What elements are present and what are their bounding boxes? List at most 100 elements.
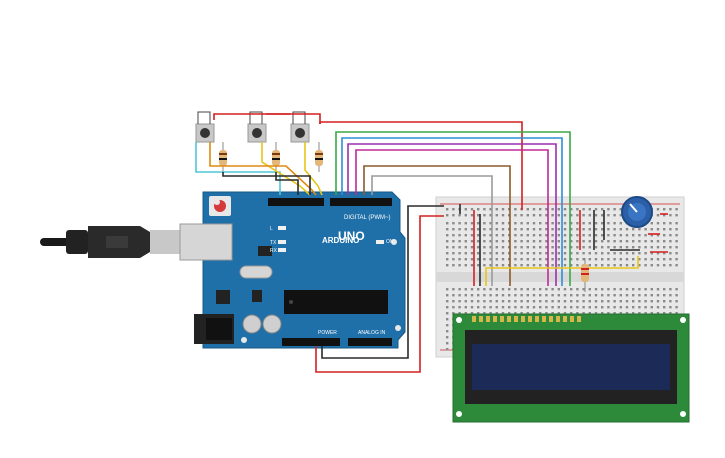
breadboard-hole[interactable] [526,246,529,249]
breadboard-hole[interactable] [644,252,647,255]
breadboard-hole[interactable] [520,240,523,243]
lcd-pin[interactable] [535,316,539,322]
breadboard-hole[interactable] [489,252,492,255]
breadboard-hole[interactable] [526,252,529,255]
breadboard-hole[interactable] [563,234,567,237]
breadboard-hole[interactable] [539,240,542,243]
breadboard-hole[interactable] [452,246,455,249]
breadboard-hole[interactable] [495,208,498,211]
breadboard-hole[interactable] [495,312,498,315]
breadboard-hole[interactable] [539,300,542,303]
breadboard-hole[interactable] [539,214,542,217]
breadboard-hole[interactable] [551,208,554,211]
breadboard-hole[interactable] [582,300,585,303]
breadboard-hole[interactable] [588,208,591,211]
breadboard-hole[interactable] [452,312,455,315]
breadboard-hole[interactable] [520,234,523,237]
breadboard-hole[interactable] [551,312,554,315]
breadboard-hole[interactable] [464,214,467,217]
breadboard-hole[interactable] [632,264,635,267]
breadboard-hole[interactable] [675,288,678,291]
breadboard-hole[interactable] [619,228,622,231]
breadboard-hole[interactable] [514,234,517,237]
breadboard-hole[interactable] [582,288,585,291]
breadboard-hole[interactable] [576,214,579,217]
breadboard-hole[interactable] [446,288,449,291]
breadboard-hole[interactable] [526,288,529,291]
breadboard-hole[interactable] [520,258,523,261]
breadboard-hole[interactable] [650,300,653,303]
breadboard-hole[interactable] [495,240,498,243]
breadboard-hole[interactable] [625,228,629,231]
breadboard-hole[interactable] [539,234,542,237]
wire-orange[interactable] [209,142,317,196]
breadboard-hole[interactable] [520,246,523,249]
breadboard-hole[interactable] [545,228,548,231]
breadboard-hole[interactable] [669,228,672,231]
breadboard-hole[interactable] [526,214,529,217]
breadboard-hole[interactable] [570,312,573,315]
breadboard-hole[interactable] [601,258,604,261]
breadboard-hole[interactable] [619,240,622,243]
breadboard-hole[interactable] [514,300,517,303]
breadboard-hole[interactable] [570,252,573,255]
breadboard-hole[interactable] [576,228,579,231]
breadboard-hole[interactable] [656,234,660,237]
breadboard-hole[interactable] [452,240,455,243]
breadboard-hole[interactable] [520,300,523,303]
wire-brown[interactable] [363,165,511,286]
breadboard-hole[interactable] [539,294,542,297]
breadboard-hole[interactable] [601,288,604,291]
breadboard-hole[interactable] [483,222,486,225]
breadboard-hole[interactable] [470,208,474,211]
breadboard-hole[interactable] [607,288,610,291]
breadboard-hole[interactable] [551,234,554,237]
breadboard-hole[interactable] [495,306,498,309]
breadboard-hole[interactable] [582,294,585,297]
breadboard-hole[interactable] [607,252,610,255]
breadboard-hole[interactable] [539,228,542,231]
breadboard-hole[interactable] [663,294,666,297]
wire-green[interactable] [335,131,571,286]
breadboard-hole[interactable] [601,234,604,237]
breadboard-hole[interactable] [470,300,474,303]
breadboard-hole[interactable] [576,222,579,225]
breadboard-hole[interactable] [644,294,647,297]
breadboard-hole[interactable] [495,246,498,249]
breadboard-hole[interactable] [452,222,455,225]
usb-cable[interactable] [40,226,180,258]
breadboard-hole[interactable] [545,312,548,315]
lcd-pin[interactable] [556,316,560,322]
breadboard-hole[interactable] [601,312,604,315]
breadboard-hole[interactable] [656,300,660,303]
breadboard-hole[interactable] [446,336,449,339]
breadboard-hole[interactable] [663,208,666,211]
breadboard-hole[interactable] [557,264,560,267]
breadboard-hole[interactable] [613,240,616,243]
breadboard-hole[interactable] [545,300,548,303]
breadboard-hole[interactable] [675,240,678,243]
breadboard-hole[interactable] [464,294,467,297]
breadboard-hole[interactable] [557,312,560,315]
breadboard-hole[interactable] [644,264,647,267]
breadboard-hole[interactable] [501,222,505,225]
breadboard-hole[interactable] [650,234,653,237]
breadboard-hole[interactable] [594,300,598,303]
breadboard-hole[interactable] [458,214,461,217]
breadboard-hole[interactable] [588,246,591,249]
breadboard-hole[interactable] [675,234,678,237]
breadboard-hole[interactable] [663,252,666,255]
wire-5v-rail[interactable] [315,215,444,373]
breadboard-hole[interactable] [607,258,610,261]
breadboard-hole[interactable] [607,234,610,237]
breadboard-hole[interactable] [594,294,598,297]
breadboard-hole[interactable] [632,228,635,231]
breadboard-hole[interactable] [656,214,660,217]
breadboard-hole[interactable] [452,294,455,297]
breadboard-hole[interactable] [644,258,647,261]
breadboard-hole[interactable] [514,214,517,217]
breadboard-hole[interactable] [489,312,492,315]
wire-blue[interactable] [341,137,563,286]
breadboard-hole[interactable] [551,264,554,267]
breadboard-hole[interactable] [663,246,666,249]
